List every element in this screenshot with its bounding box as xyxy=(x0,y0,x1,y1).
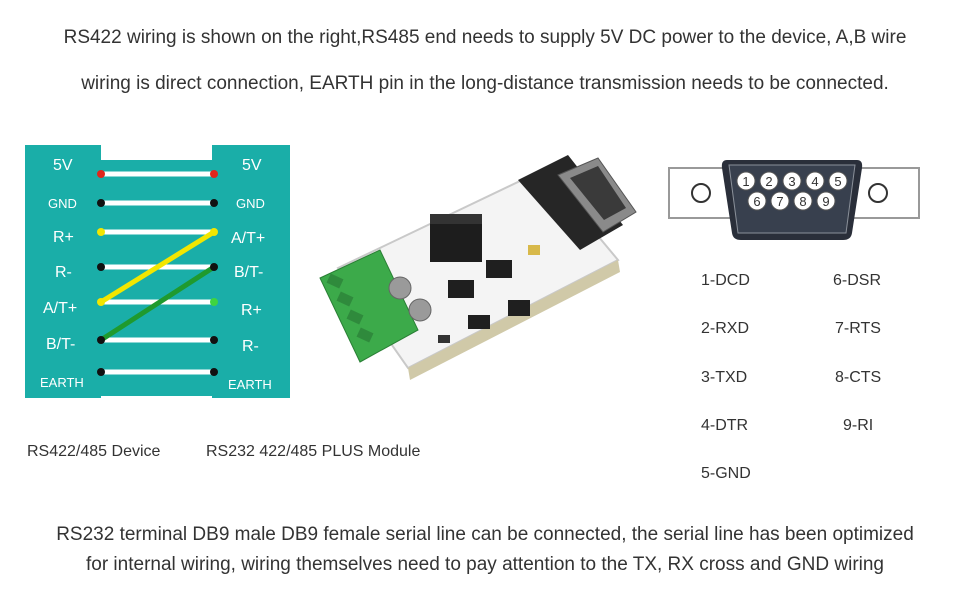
dot-right-b-t-minus xyxy=(210,263,218,271)
db9-pin-8 xyxy=(793,191,813,211)
db9-pin-number-4: 4 xyxy=(811,174,818,189)
pin-1-dcd: 1-DCD xyxy=(701,272,750,289)
dot-left-5v xyxy=(97,170,105,178)
footer-line-2: for internal wiring, wiring themselves n… xyxy=(85,554,885,575)
pin-8-cts: 8-CTS xyxy=(835,369,882,386)
pin-4-dtr: 4-DTR xyxy=(701,417,749,434)
pin-6-dsr: 6-DSR xyxy=(833,272,882,289)
left-pin-5v: 5V xyxy=(53,157,73,174)
left-pin-gnd: GND xyxy=(48,196,77,211)
device-panel xyxy=(25,145,101,398)
left-pin-b-t-minus: B/T- xyxy=(46,336,76,353)
right-pin-gnd: GND xyxy=(236,196,265,211)
description-line-1: RS422 wiring is shown on the right,RS485… xyxy=(63,27,907,48)
dot-right-r-minus xyxy=(210,336,218,344)
right-pin-r-plus: R+ xyxy=(241,302,262,319)
dot-right-5v xyxy=(210,170,218,178)
dot-left-r-minus xyxy=(97,263,105,271)
db9-pin-number-2: 2 xyxy=(765,174,772,189)
db9-pin-1 xyxy=(736,171,756,191)
pin-2-rxd: 2-RXD xyxy=(701,320,750,337)
db9-pin-3 xyxy=(782,171,802,191)
dot-right-gnd xyxy=(210,199,218,207)
description-line-2: wiring is direct connection, EARTH pin i… xyxy=(81,73,889,94)
dot-left-r-plus xyxy=(97,228,105,236)
db9-pin-6 xyxy=(747,191,767,211)
pin-3-txd: 3-TXD xyxy=(701,369,748,386)
right-pin-b-t-minus: B/T- xyxy=(234,264,264,281)
left-pin-r-plus: R+ xyxy=(53,229,74,246)
right-pin-r-minus: R- xyxy=(242,338,259,355)
db9-pin-2 xyxy=(759,171,779,191)
db9-pin-number-8: 8 xyxy=(799,194,806,209)
db9-pin-4 xyxy=(805,171,825,191)
left-pin-r-minus: R- xyxy=(55,264,72,281)
dot-right-r-plus xyxy=(210,298,218,306)
left-pin-a-t-plus: A/T+ xyxy=(43,300,78,317)
db9-pin-number-7: 7 xyxy=(776,194,783,209)
pin-7-rts: 7-RTS xyxy=(835,320,881,337)
cross-wire-b-t-minus xyxy=(98,264,217,343)
db9-pin-number-6: 6 xyxy=(753,194,760,209)
right-pin-a-t-plus: A/T+ xyxy=(231,230,266,247)
dot-left-earth xyxy=(97,368,105,376)
pin-9-ri: 9-RI xyxy=(843,417,874,434)
db9-pin-number-5: 5 xyxy=(834,174,841,189)
db9-pin-7 xyxy=(770,191,790,211)
db9-pin-number-9: 9 xyxy=(822,194,829,209)
dot-right-earth xyxy=(210,368,218,376)
db9-pin-number-1: 1 xyxy=(742,174,749,189)
module-panel xyxy=(212,145,290,398)
db9-pin-9 xyxy=(816,191,836,211)
cross-wire-a-t-plus xyxy=(98,229,217,305)
device-caption: RS422/485 Device xyxy=(27,443,161,460)
pin-5-gnd: 5-GND xyxy=(701,465,751,482)
db9-pin-5 xyxy=(828,171,848,191)
converter-board-image xyxy=(319,155,637,380)
left-pin-earth: EARTH xyxy=(40,375,84,390)
dot-left-gnd xyxy=(97,199,105,207)
right-pin-5v: 5V xyxy=(242,157,262,174)
dot-left-a-t-plus xyxy=(97,298,105,306)
db9-pin-number-3: 3 xyxy=(788,174,795,189)
module-caption: RS232 422/485 PLUS Module xyxy=(206,443,421,460)
db9-connector-diagram: 1 2 3 4 5 6 7 8 9 xyxy=(668,160,920,240)
footer-line-1: RS232 terminal DB9 male DB9 female seria… xyxy=(56,524,914,545)
dot-right-a-t-plus xyxy=(210,228,218,236)
right-pin-earth: EARTH xyxy=(228,377,272,392)
dot-left-b-t-minus xyxy=(97,336,105,344)
